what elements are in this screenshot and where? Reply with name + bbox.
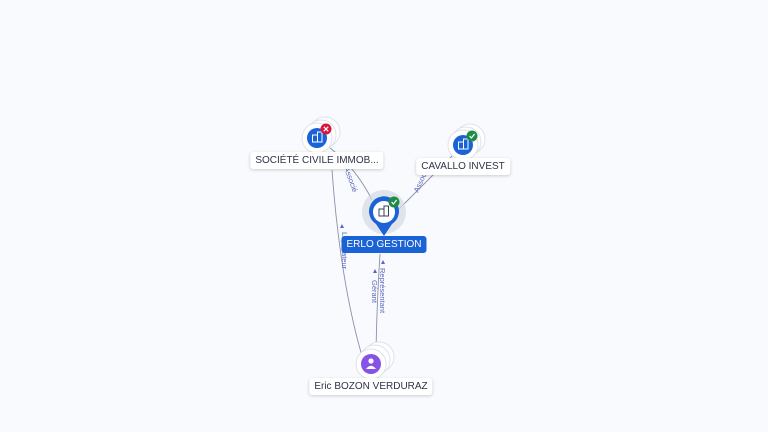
- status-active-icon: [388, 196, 400, 208]
- person-node-circle: [361, 354, 381, 374]
- edge-label-sci-erlo: Associé: [342, 166, 359, 194]
- edge-arrow-icon: [381, 260, 385, 264]
- status-active-icon: [466, 130, 478, 142]
- node-cavallo[interactable]: [447, 123, 486, 161]
- building-icon: [458, 138, 469, 150]
- edge-arrow-icon: [373, 269, 377, 273]
- edge-label-eric-erlo-gerant: Gérant: [370, 280, 379, 304]
- node-label-eric[interactable]: Eric BOZON VERDURAZ: [309, 378, 433, 395]
- node-sci[interactable]: [301, 116, 341, 154]
- edge-arrow-icon: [340, 224, 344, 228]
- edge-label-eric-erlo-representant: Représentant: [378, 268, 387, 314]
- node-erlo[interactable]: [362, 190, 406, 236]
- node-label-sci[interactable]: SOCIÉTÉ CIVILE IMMOB...: [250, 152, 384, 169]
- node-label-cavallo[interactable]: CAVALLO INVEST: [416, 158, 510, 175]
- edge-sci-erlo[interactable]: [329, 147, 373, 201]
- building-icon: [378, 205, 389, 217]
- node-label-erlo[interactable]: ERLO GESTION: [341, 236, 427, 253]
- edge-eric-erlo[interactable]: [375, 253, 381, 351]
- person-icon: [366, 358, 376, 369]
- building-icon: [312, 131, 323, 143]
- status-closed-icon: [320, 123, 332, 135]
- node-eric[interactable]: [355, 341, 395, 380]
- edge-eric-sci[interactable]: [331, 169, 363, 357]
